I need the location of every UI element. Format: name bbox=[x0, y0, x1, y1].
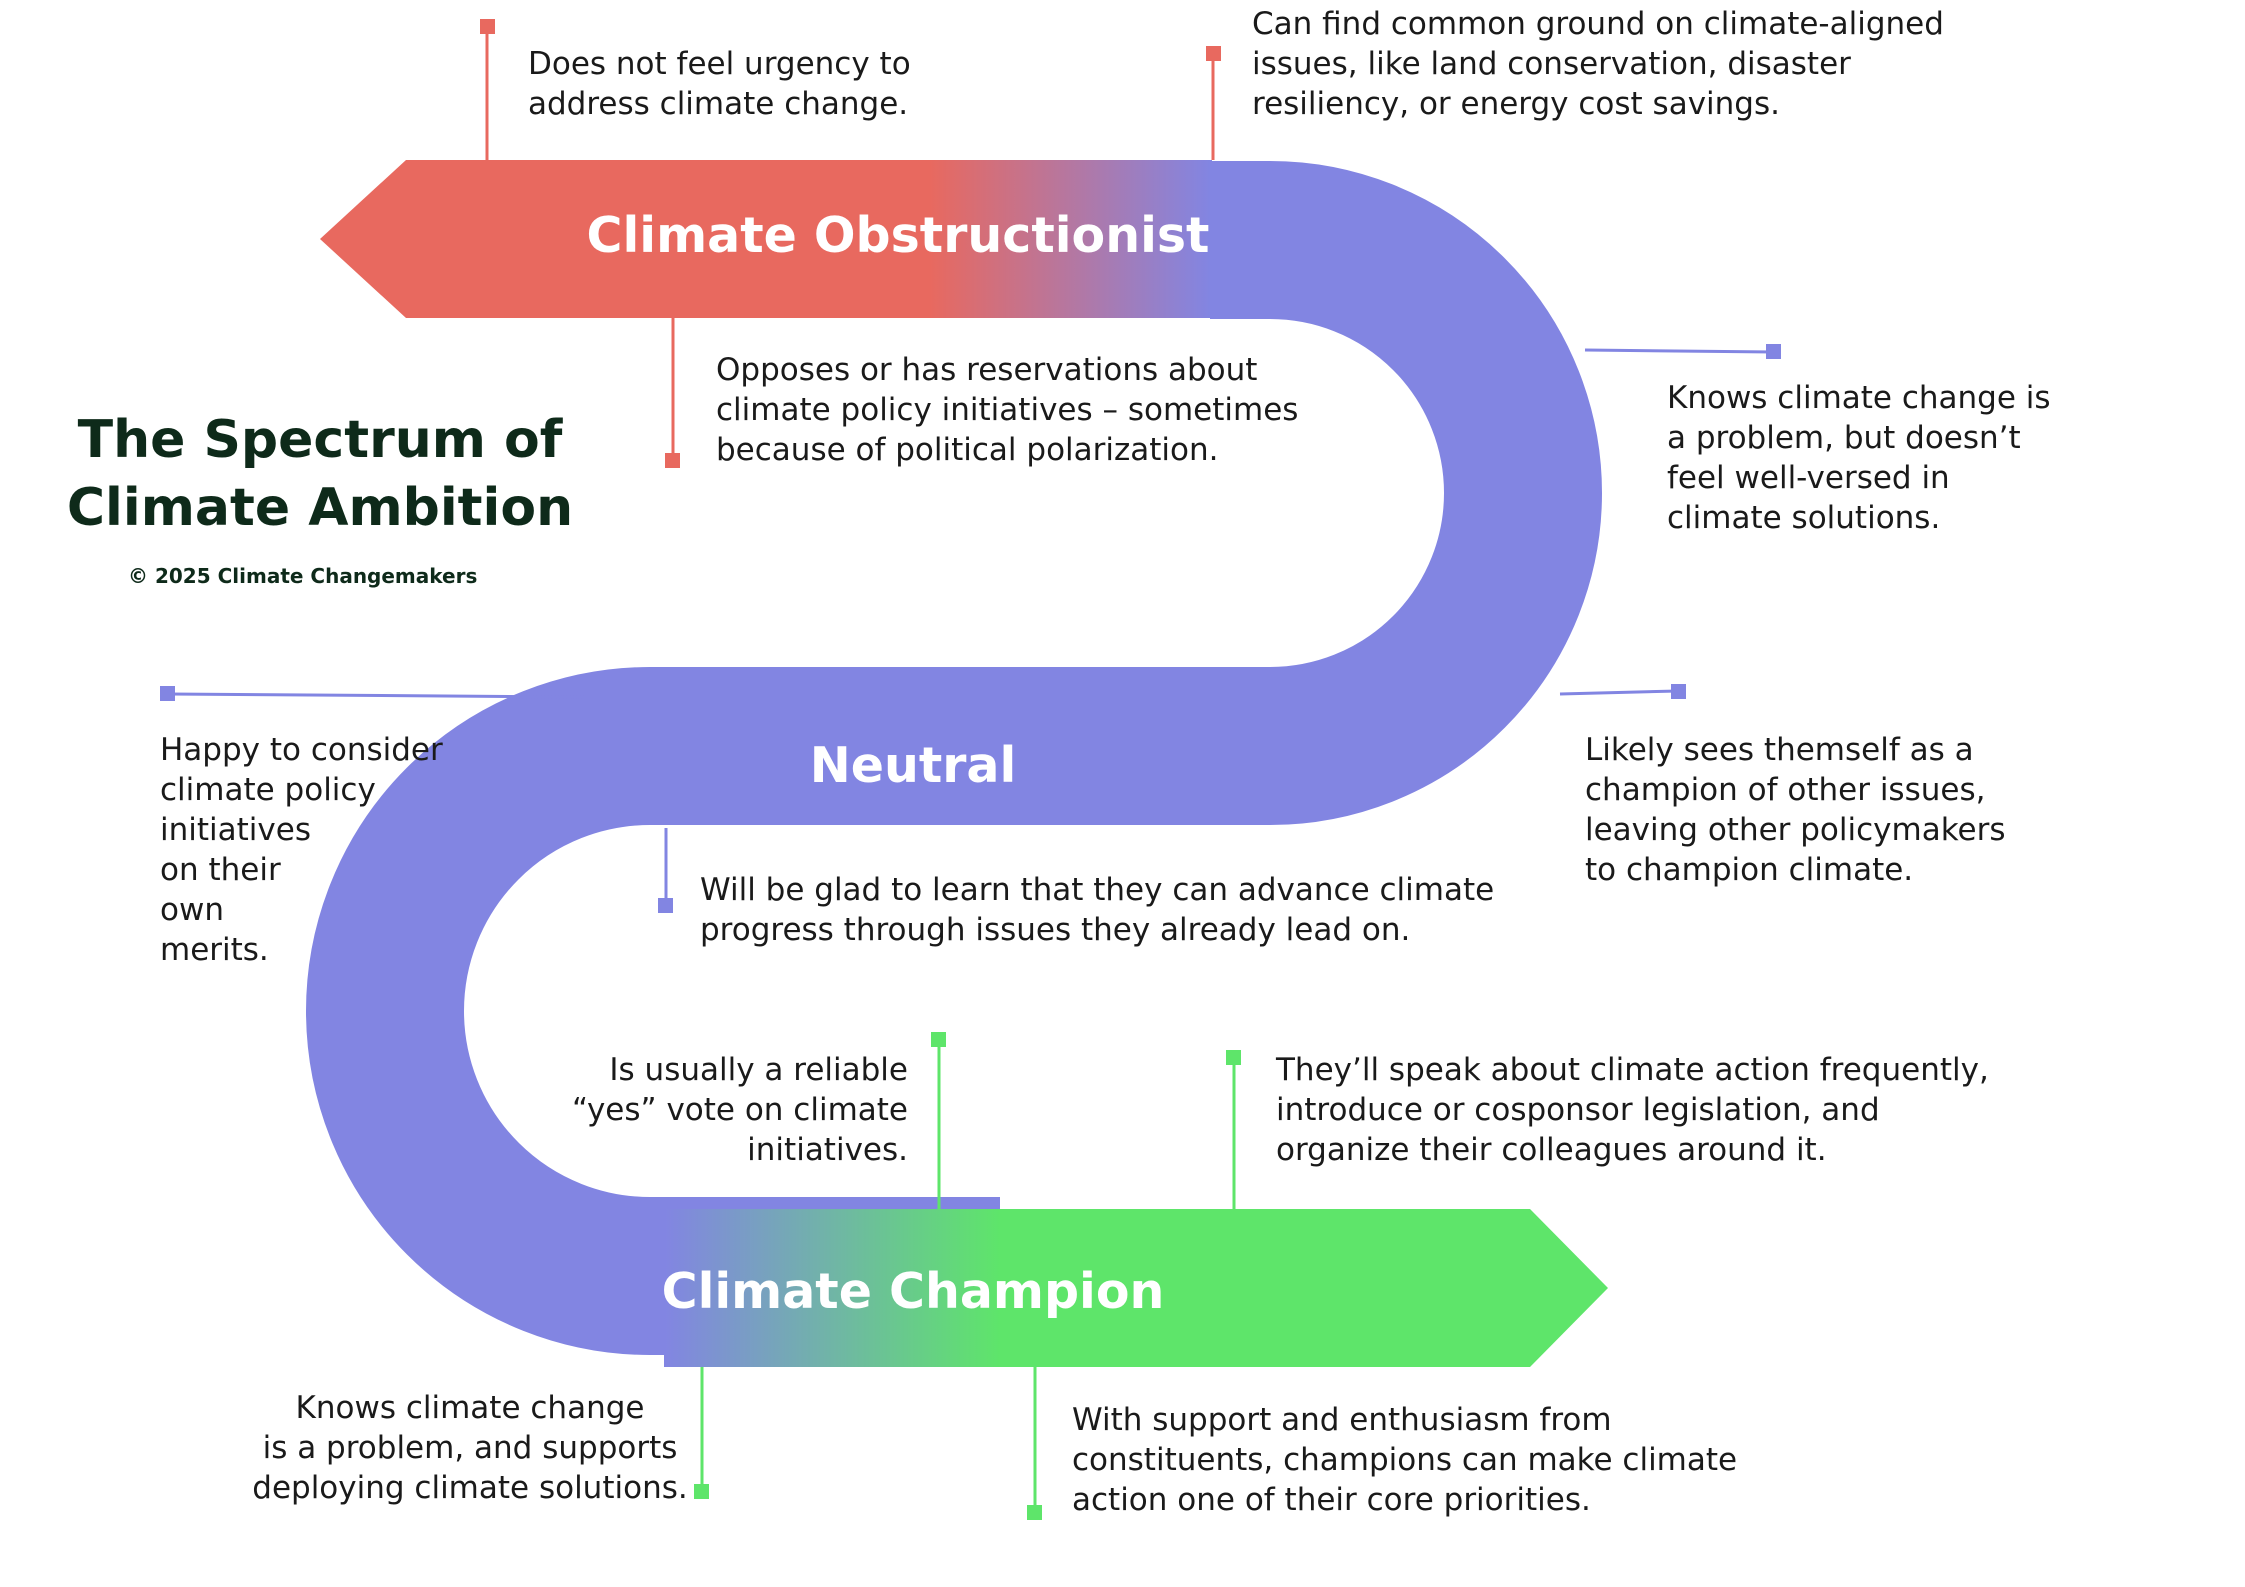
markers-neutral bbox=[160, 344, 1781, 913]
connectors-neutral bbox=[167, 348, 1774, 906]
stage-label-obstructionist: Climate Obstructionist bbox=[587, 207, 1210, 264]
connectors-obstructionist bbox=[485, 27, 1215, 460]
note-champion-speak: They’ll speak about climate action frequ… bbox=[1276, 1052, 1989, 1168]
note-obstructionist-common-ground: Can find common ground on climate-aligne… bbox=[1252, 6, 1944, 122]
connectors-champion bbox=[700, 1040, 1236, 1513]
markers-champion bbox=[694, 1032, 1241, 1520]
note-champion-reliable-yes: Is usually a reliable “yes” vote on clim… bbox=[572, 1052, 908, 1168]
stage-label-champion: Climate Champion bbox=[662, 1263, 1165, 1320]
page-title: The Spectrum of Climate Ambition bbox=[66, 410, 574, 538]
obstructionist-arrow bbox=[320, 160, 1212, 318]
note-obstructionist-urgency: Does not feel urgency to address climate… bbox=[528, 46, 911, 122]
stage-label-neutral: Neutral bbox=[810, 737, 1017, 794]
note-neutral-happy-consider: Happy to consider climate policy initiat… bbox=[160, 732, 443, 968]
markers-obstructionist bbox=[480, 19, 1221, 468]
copyright-text: © 2025 Climate Changemakers bbox=[128, 564, 478, 588]
note-obstructionist-opposes: Opposes or has reservations about climat… bbox=[716, 352, 1299, 468]
note-champion-support-enthusiasm: With support and enthusiasm from constit… bbox=[1072, 1402, 1738, 1518]
note-neutral-knows-problem: Knows climate change is a problem, but d… bbox=[1667, 380, 2051, 536]
note-neutral-glad-learn: Will be glad to learn that they can adva… bbox=[700, 872, 1495, 948]
note-neutral-other-issues: Likely sees themself as a champion of ot… bbox=[1585, 732, 2006, 888]
champion-arrow bbox=[664, 1209, 1608, 1367]
note-champion-supports: Knows climate change is a problem, and s… bbox=[252, 1390, 688, 1506]
s-band-curve bbox=[306, 161, 1602, 1355]
